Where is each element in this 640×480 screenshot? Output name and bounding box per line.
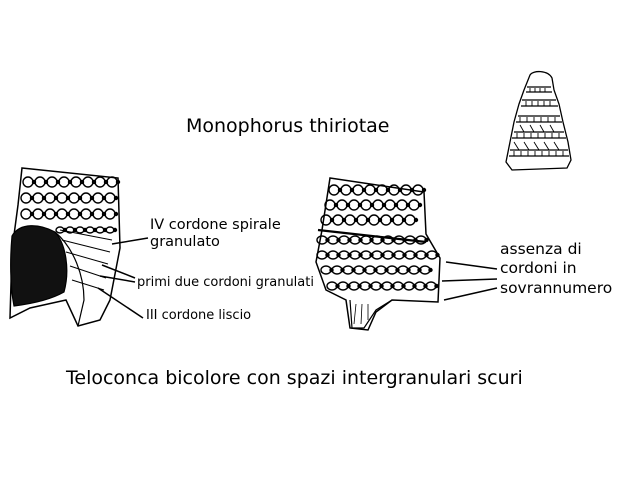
label-first-cords: primi due cordoni granulati bbox=[137, 275, 314, 290]
label-absence-line-3: sovrannumero bbox=[500, 278, 613, 297]
intergranular-space bbox=[424, 237, 429, 243]
intergranular-space bbox=[434, 283, 439, 289]
figure-title: Monophorus thiriotae bbox=[186, 115, 390, 137]
intergranular-space bbox=[113, 195, 119, 201]
shell-silhouette-icon bbox=[505, 70, 572, 171]
intergranular-space bbox=[428, 267, 433, 273]
shell-sculpture-hatching bbox=[513, 88, 564, 156]
label-absence-line-1: assenza di bbox=[500, 240, 582, 258]
label-absence-line-2: cordoni in bbox=[500, 259, 577, 278]
intergranular-space bbox=[112, 227, 118, 233]
label-fourth-cord: IV cordone spirale granulato bbox=[150, 217, 281, 250]
label-absence: assenza di cordoni in sovrannumero bbox=[500, 240, 612, 298]
intergranular-space bbox=[115, 179, 121, 185]
intergranular-space bbox=[113, 211, 119, 217]
label-third-cord: III cordone liscio bbox=[146, 308, 252, 323]
label-fourth-cord-line-1: IV cordone spirale bbox=[150, 217, 281, 233]
figure-caption: Teloconca bicolore con spazi intergranul… bbox=[66, 367, 523, 389]
intergranular-space bbox=[417, 202, 423, 208]
shell-fragment-right-icon bbox=[315, 177, 441, 331]
label-fourth-cord-line-2: granulato bbox=[150, 233, 220, 250]
shell-fragment-left-icon bbox=[9, 167, 121, 327]
intergranular-space bbox=[435, 252, 440, 258]
pointer-lines bbox=[97, 237, 498, 319]
intergranular-space bbox=[413, 217, 419, 223]
intergranular-space bbox=[421, 187, 427, 193]
